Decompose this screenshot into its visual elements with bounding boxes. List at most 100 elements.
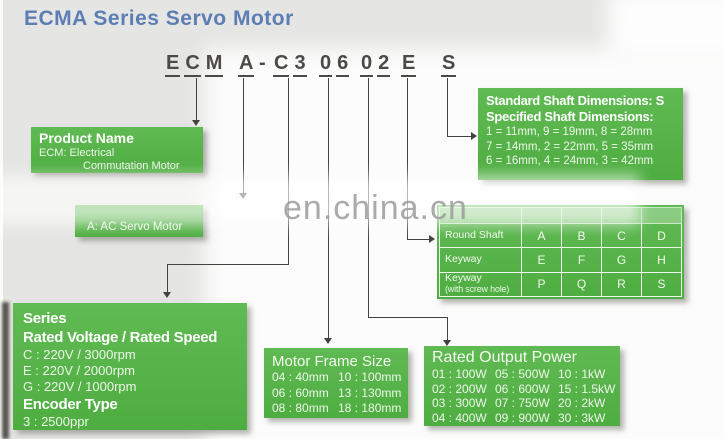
frame-size-title: Motor Frame Size	[272, 353, 392, 370]
code-char: 0	[360, 52, 374, 77]
code-char: 2	[377, 52, 391, 77]
shaft-dimensions-list: 1 = 11mm, 9 = 19mm, 8 = 28mm 7 = 14mm, 2 …	[486, 125, 683, 169]
table-cell: B	[561, 224, 601, 248]
output-power-title: Rated Output Power	[432, 349, 577, 366]
arrow-icon	[429, 235, 435, 243]
table-cell: C	[601, 224, 641, 248]
code-char: C	[273, 52, 290, 77]
row-label: Round Shaft	[445, 229, 504, 242]
connector-line	[407, 239, 429, 240]
table-cell: F	[561, 248, 601, 272]
data-line: 6 = 16mm, 4 = 24mm, 3 = 42mm	[486, 155, 654, 167]
table-cell: E	[521, 248, 561, 272]
code-char: M	[204, 52, 224, 77]
page-title: ECMA Series Servo Motor	[24, 7, 294, 30]
code-char: A	[238, 52, 255, 77]
table-cell: Q	[561, 272, 601, 296]
table-cell: D	[641, 224, 681, 248]
shaft-dimensions-box: Standard Shaft Dimensions: S Specified S…	[478, 88, 683, 180]
connector-line	[196, 78, 197, 122]
table-header-cell	[561, 208, 601, 223]
code-char: 6	[336, 52, 350, 77]
series-title: Series	[23, 310, 67, 327]
connector-line	[447, 317, 448, 343]
motor-type-label: A: AC Servo Motor	[87, 221, 183, 233]
row-label: Keyway(with screw hole)	[445, 272, 510, 295]
product-name-title: Product Name	[39, 130, 134, 146]
watermark-text: en.china.cn	[283, 189, 468, 227]
connector-line	[447, 136, 471, 137]
code-char: 3	[293, 52, 307, 77]
data-line: E : 220V / 2000rpm	[23, 363, 136, 378]
shaft-dimensions-title: Specified Shaft Dimensions:	[486, 109, 654, 124]
table-header-cell	[601, 208, 641, 223]
table-header-row	[439, 207, 682, 224]
code-char: -	[259, 52, 266, 74]
product-name-box: Product Name ECM: Electrical Commutation…	[31, 127, 203, 173]
data-line: 7 = 14mm, 2 = 22mm, 5 = 35mm	[486, 140, 654, 153]
table-cell: A	[521, 224, 561, 248]
connector-line	[243, 78, 244, 194]
connector-line	[407, 78, 408, 240]
arrow-icon	[324, 338, 332, 344]
arrow-icon	[192, 120, 200, 126]
product-name-line: Commutation Motor	[83, 160, 180, 172]
product-name-line: ECM: Electrical	[39, 147, 115, 159]
background-wash	[608, 0, 724, 58]
table-cell: P	[521, 272, 561, 296]
connector-line	[167, 264, 168, 294]
connector-line	[288, 78, 289, 265]
code-char: C	[184, 52, 201, 77]
arrow-icon	[239, 193, 247, 199]
code-group: S	[439, 52, 458, 77]
row-label: Keyway	[445, 253, 482, 266]
table-cell: G	[601, 248, 641, 272]
code-group: E	[399, 52, 418, 77]
connector-line	[167, 264, 289, 265]
series-box: Series Rated Voltage / Rated Speed C : 2…	[13, 303, 247, 430]
shaft-dimensions-title: Standard Shaft Dimensions: S	[486, 93, 664, 108]
connector-line	[368, 317, 448, 318]
encoder-value: 3 : 2500ppr	[23, 414, 89, 429]
code-char: E	[401, 52, 417, 77]
rated-voltage-title: Rated Voltage / Rated Speed	[23, 329, 218, 346]
arrow-icon	[471, 132, 477, 140]
code-char: S	[441, 52, 457, 77]
table-cell: H	[641, 248, 681, 272]
code-char: E	[165, 52, 181, 77]
encoder-type-title: Encoder Type	[23, 396, 118, 413]
page-edge-shadow	[2, 302, 9, 439]
data-line: 1 = 11mm, 9 = 19mm, 8 = 28mm	[486, 126, 653, 138]
table-header-cell	[521, 208, 561, 223]
arrow-icon	[443, 340, 451, 346]
table-header-cell	[641, 208, 681, 223]
arrow-icon	[163, 292, 171, 298]
table-cell: R	[601, 272, 641, 296]
code-char: 0	[319, 52, 333, 77]
code-group: -	[256, 52, 269, 77]
data-line: G : 220V / 1000rpm	[23, 379, 137, 394]
code-group: A	[236, 52, 256, 77]
